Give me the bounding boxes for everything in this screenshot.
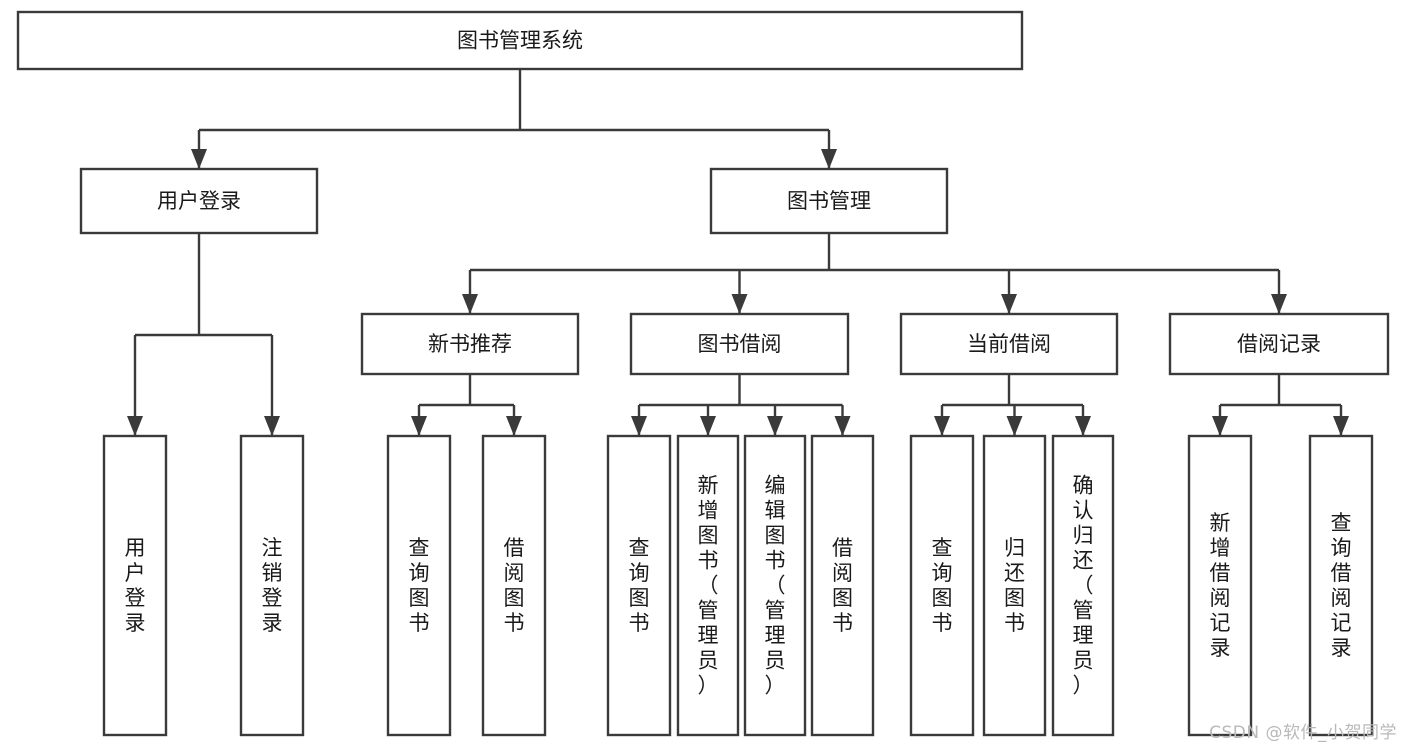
leaf-node-leaf-edit-book[interactable]: 编辑图书（管理员） xyxy=(743,434,807,737)
leaf-node-leaf-user-login-box xyxy=(102,434,168,737)
root-to-level2-arrow-1 xyxy=(821,149,837,169)
user-login-to-leaves-arrow-0 xyxy=(127,416,143,436)
book-borrow-to-leaves-arrow-3 xyxy=(834,416,851,436)
node-book-borrow-label: 图书借阅 xyxy=(698,332,782,356)
leaf-node-leaf-user-login[interactable]: 用户登录 xyxy=(102,434,168,737)
leaf-node-leaf-query-book-1-box xyxy=(386,434,452,737)
leaf-node-leaf-query-book-1[interactable]: 查询图书 xyxy=(386,434,452,737)
leaf-node-leaf-borrow-book-2[interactable]: 借阅图书 xyxy=(810,434,875,737)
leaf-node-leaf-query-book-2-label: 查询图书 xyxy=(629,536,650,635)
leaf-node-leaf-add-book-box xyxy=(676,434,740,737)
root-to-level2-arrow-0 xyxy=(191,149,207,169)
book-manage-to-level3-arrow-1 xyxy=(731,294,748,314)
node-new-book-rec[interactable]: 新书推荐 xyxy=(360,312,580,376)
leaf-node-leaf-confirm-return[interactable]: 确认归还（管理员） xyxy=(1051,434,1115,737)
leaf-node-leaf-borrow-book-1-box xyxy=(481,434,547,737)
root-node-book-management-system-box xyxy=(16,10,1024,71)
leaf-node-leaf-borrow-book-2-box xyxy=(810,434,875,737)
leaf-node-leaf-confirm-return-label: 确认归还（管理员） xyxy=(1073,474,1094,698)
leaf-node-leaf-add-record-label: 新增借阅记录 xyxy=(1210,511,1231,660)
leaf-node-leaf-return-book-box xyxy=(982,434,1047,737)
leaf-node-leaf-query-record-label: 查询借阅记录 xyxy=(1331,511,1352,660)
node-book-manage[interactable]: 图书管理 xyxy=(709,167,949,235)
leaf-node-leaf-edit-book-box xyxy=(743,434,807,737)
leaf-node-leaf-user-logout[interactable]: 注销登录 xyxy=(239,434,305,737)
node-user-login-label: 用户登录 xyxy=(157,189,241,213)
node-borrow-record-box xyxy=(1168,312,1390,376)
node-current-borrow[interactable]: 当前借阅 xyxy=(899,312,1119,376)
current-borrow-to-leaves-arrow-0 xyxy=(934,416,950,436)
leaf-node-leaf-add-book-label: 新增图书（管理员） xyxy=(698,474,719,698)
leaf-node-leaf-edit-book-label: 编辑图书（管理员） xyxy=(765,474,786,698)
leaf-node-leaf-query-record[interactable]: 查询借阅记录 xyxy=(1308,434,1374,737)
node-user-login[interactable]: 用户登录 xyxy=(79,167,319,235)
node-current-borrow-label: 当前借阅 xyxy=(967,332,1051,356)
new-book-rec-to-leaves-arrow-1 xyxy=(506,416,522,436)
leaf-node-leaf-add-record-box xyxy=(1187,434,1253,737)
leaf-node-leaf-confirm-return-box xyxy=(1051,434,1115,737)
csdn-watermark: CSDN @软件_小贺同学 xyxy=(1209,723,1397,743)
current-borrow-to-leaves-arrow-2 xyxy=(1075,416,1091,436)
node-new-book-rec-label: 新书推荐 xyxy=(428,332,512,356)
leaf-node-leaf-query-record-box xyxy=(1308,434,1374,737)
node-book-borrow-box xyxy=(629,312,850,376)
leaf-node-leaf-borrow-book-2-label: 借阅图书 xyxy=(832,536,853,635)
leaf-node-leaf-query-book-3-box xyxy=(909,434,975,737)
leaf-node-leaf-borrow-book-1[interactable]: 借阅图书 xyxy=(481,434,547,737)
leaf-node-leaf-user-logout-label: 注销登录 xyxy=(262,536,283,635)
leaf-node-leaf-add-record[interactable]: 新增借阅记录 xyxy=(1187,434,1253,737)
book-manage-to-level3-arrow-2 xyxy=(1001,294,1017,314)
node-book-borrow[interactable]: 图书借阅 xyxy=(629,312,850,376)
leaf-node-leaf-return-book[interactable]: 归还图书 xyxy=(982,434,1047,737)
leaf-node-leaf-query-book-2[interactable]: 查询图书 xyxy=(606,434,672,737)
leaf-node-leaf-user-login-label: 用户登录 xyxy=(125,536,146,635)
node-book-manage-box xyxy=(709,167,949,235)
book-borrow-to-leaves-arrow-1 xyxy=(700,416,716,436)
leaf-node-leaf-user-logout-box xyxy=(239,434,305,737)
leaf-node-leaf-query-book-1-label: 查询图书 xyxy=(409,536,430,635)
borrow-record-to-leaves-arrow-1 xyxy=(1333,416,1349,436)
node-book-manage-label: 图书管理 xyxy=(787,189,871,213)
user-login-to-leaves-arrow-1 xyxy=(264,416,280,436)
nodes-layer: 图书管理系统用户登录图书管理新书推荐图书借阅当前借阅借阅记录用户登录注销登录查询… xyxy=(16,10,1390,737)
borrow-record-to-leaves-arrow-0 xyxy=(1212,416,1228,436)
book-borrow-to-leaves-arrow-0 xyxy=(631,416,647,436)
new-book-rec-to-leaves-arrow-0 xyxy=(411,416,427,436)
leaf-node-leaf-query-book-2-box xyxy=(606,434,672,737)
connectors-layer xyxy=(127,69,1349,436)
current-borrow-to-leaves-arrow-1 xyxy=(1006,416,1023,436)
node-current-borrow-box xyxy=(899,312,1119,376)
leaf-node-leaf-query-book-3[interactable]: 查询图书 xyxy=(909,434,975,737)
node-new-book-rec-box xyxy=(360,312,580,376)
leaf-node-leaf-borrow-book-1-label: 借阅图书 xyxy=(504,536,525,635)
leaf-node-leaf-query-book-3-label: 查询图书 xyxy=(932,536,953,635)
book-manage-to-level3-arrow-0 xyxy=(462,294,478,314)
root-node-book-management-system-label: 图书管理系统 xyxy=(457,29,583,53)
node-borrow-record[interactable]: 借阅记录 xyxy=(1168,312,1390,376)
book-borrow-to-leaves-arrow-2 xyxy=(767,416,783,436)
root-node-book-management-system[interactable]: 图书管理系统 xyxy=(16,10,1024,71)
book-manage-to-level3-arrow-3 xyxy=(1271,294,1287,314)
leaf-node-leaf-return-book-label: 归还图书 xyxy=(1004,536,1025,635)
node-borrow-record-label: 借阅记录 xyxy=(1237,332,1321,356)
node-user-login-box xyxy=(79,167,319,235)
leaf-node-leaf-add-book[interactable]: 新增图书（管理员） xyxy=(676,434,740,737)
